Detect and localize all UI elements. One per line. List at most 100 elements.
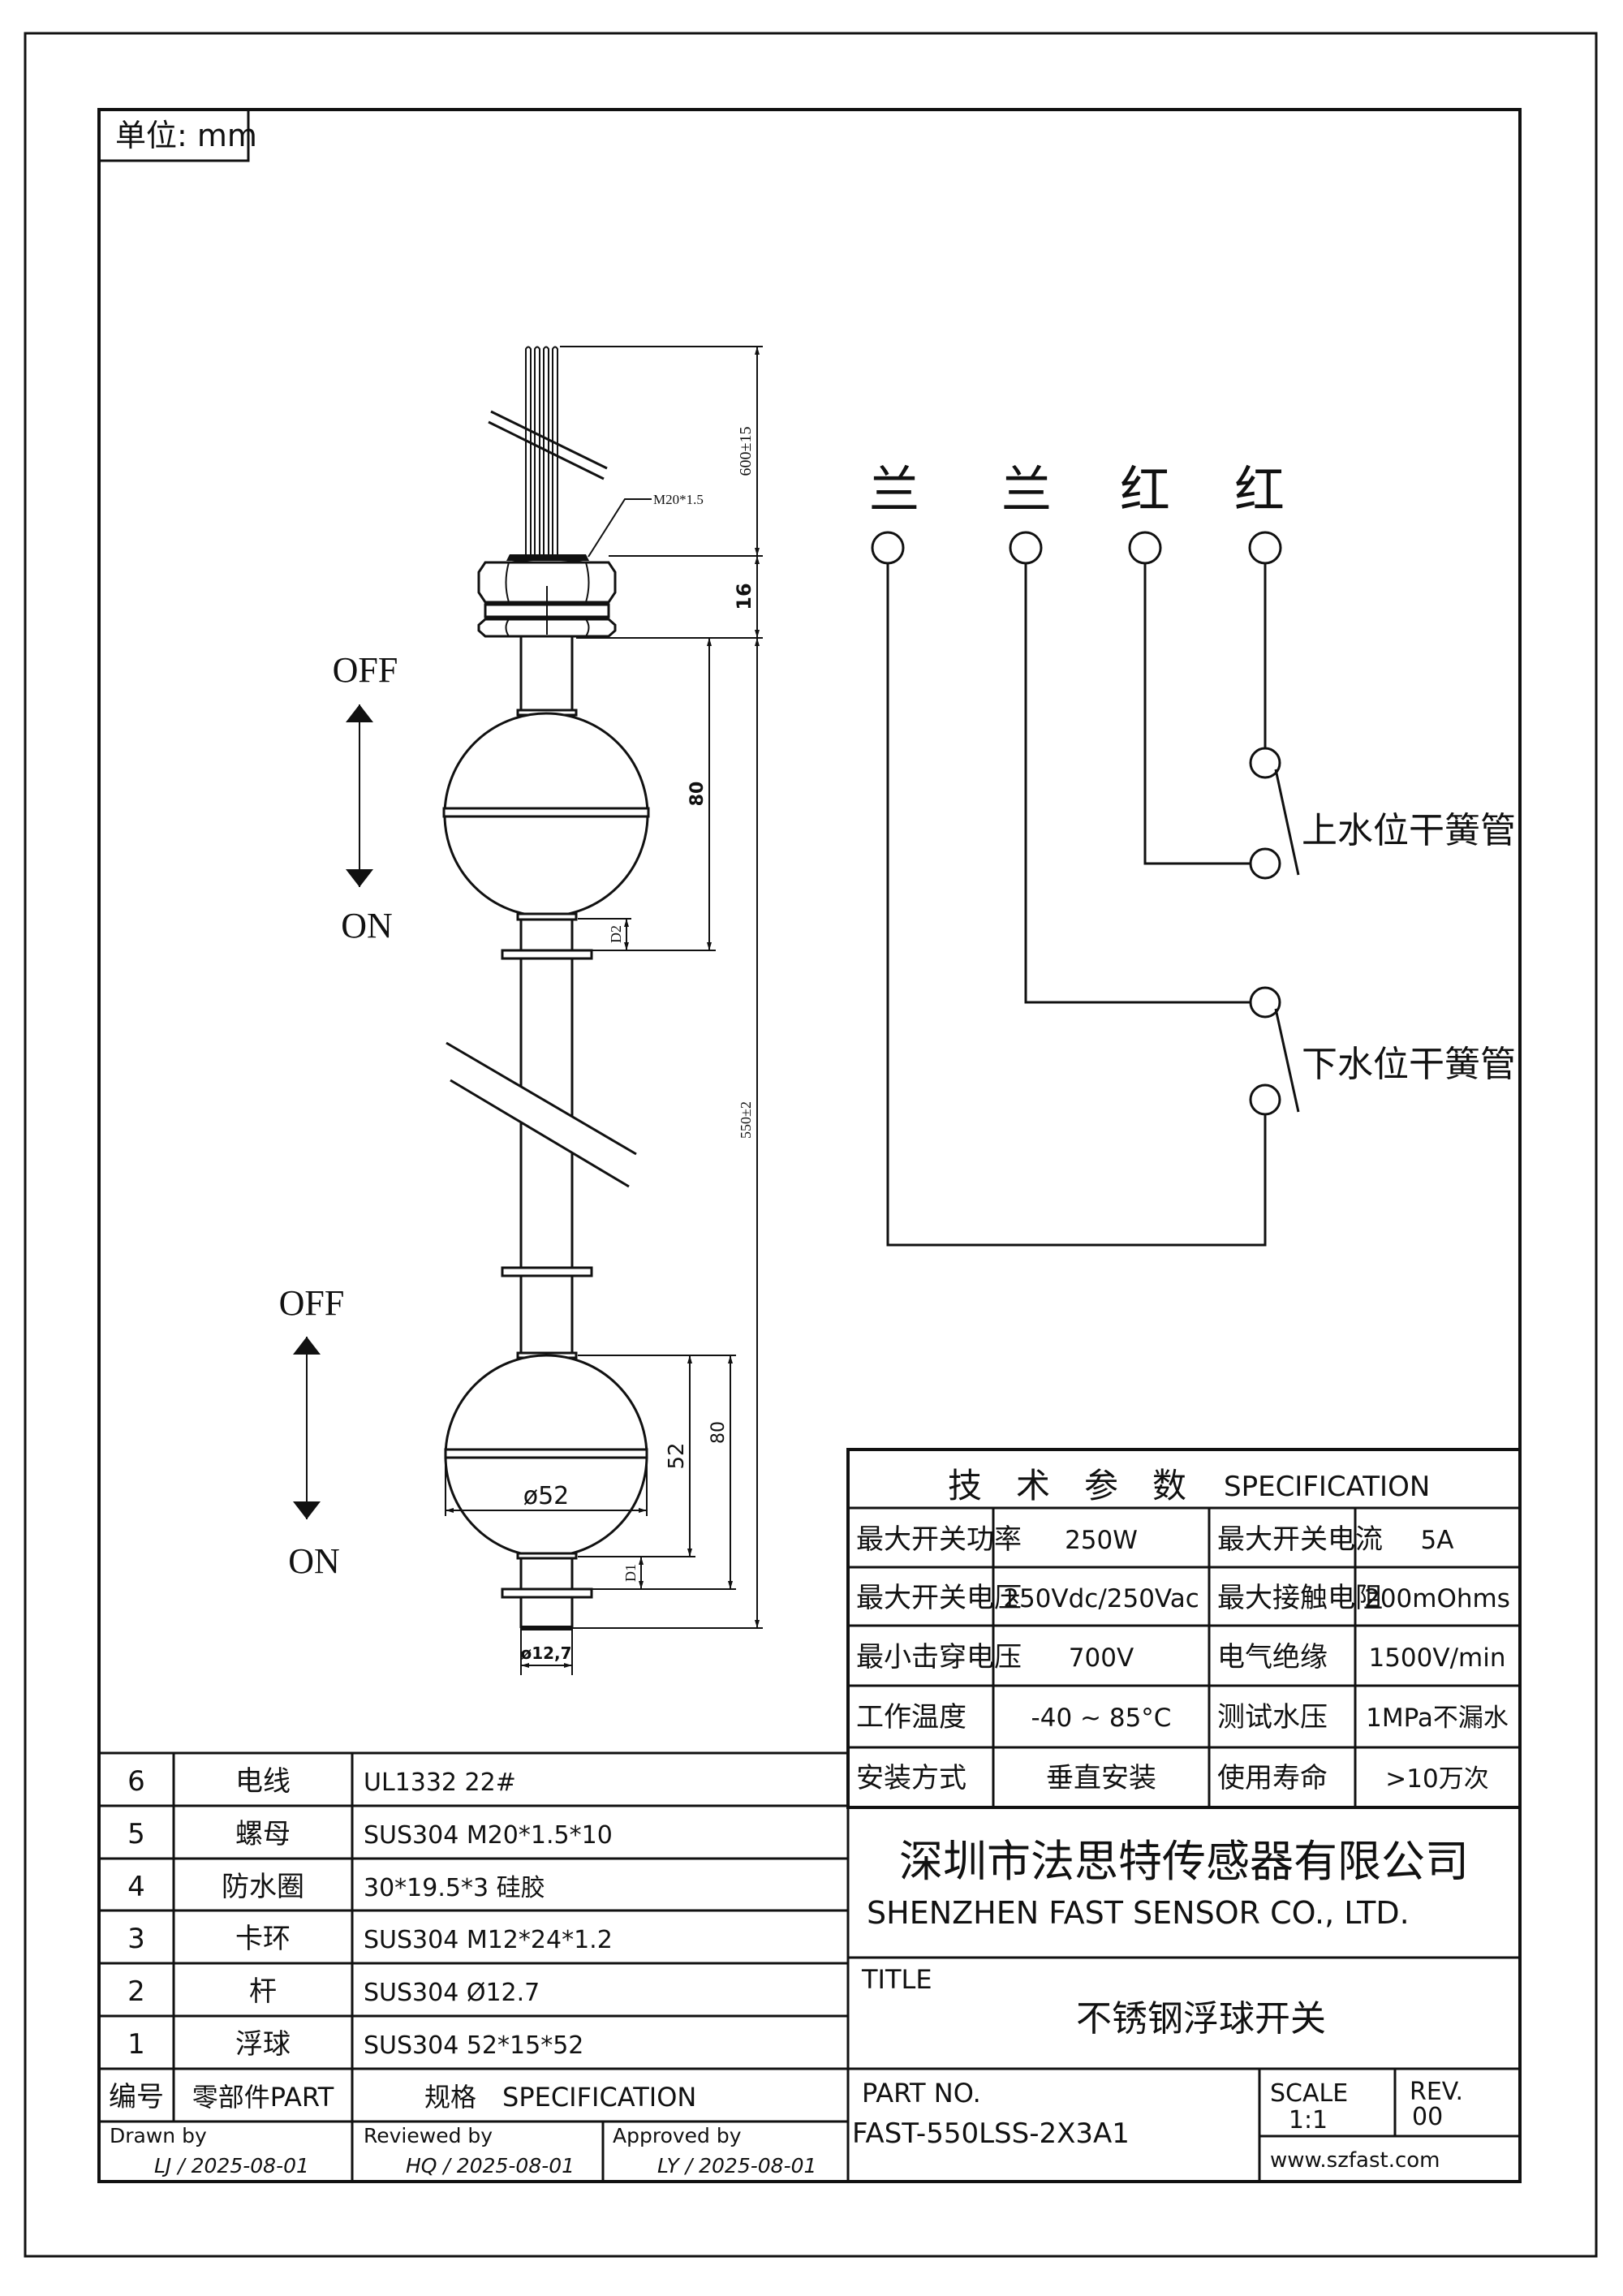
wire-color-3: 红 <box>1120 460 1170 519</box>
lower-on-label: ON <box>288 1541 340 1581</box>
spec-label: 最大开关功率 <box>856 1523 1022 1556</box>
inner-frame <box>97 108 1522 2183</box>
unit-label: 单位: mm <box>115 118 257 153</box>
spec-value: 1500V/min <box>1368 1643 1505 1673</box>
header-number: 编号 <box>109 2081 164 2113</box>
spec-value: 1MPa不漏水 <box>1366 1704 1509 1733</box>
part-spec: 30*19.5*3 硅胶 <box>364 1874 545 1902</box>
upper-off-label: OFF <box>333 650 398 690</box>
nut-height-dim: 16 <box>733 583 756 610</box>
spec-value: 5A <box>1421 1526 1454 1555</box>
part-spec: SUS304 M20*1.5*10 <box>364 1821 613 1850</box>
header-part: 零部件PART <box>192 2082 334 2113</box>
scale-label: SCALE <box>1270 2079 1348 2108</box>
clip-ring <box>501 1587 593 1599</box>
part-number: 1 <box>127 2028 145 2061</box>
reviewed-by-value: HQ / 2025-08-01 <box>406 2154 575 2178</box>
spec-value: 200mOhms <box>1364 1584 1510 1613</box>
wire-length-dim: 600±15 <box>737 427 755 476</box>
part-name: 杆 <box>249 1975 277 2008</box>
part-number: 6 <box>127 1765 145 1798</box>
wiring-diagram: 兰 兰 红 红 上水位干簧管 下水位干簧管 <box>869 460 1516 1247</box>
part-number: 5 <box>127 1818 145 1850</box>
float-height-dim: 52 <box>665 1442 689 1469</box>
upper-reed-label: 上水位干簧管 <box>1302 810 1516 851</box>
header-spec: 规格 SPECIFICATION <box>424 2082 696 2113</box>
spec-row: 最大开关功率 250W 最大开关电流 5A <box>856 1523 1453 1556</box>
part-spec: SUS304 Ø12.7 <box>364 1979 540 2007</box>
upper-float <box>442 709 650 921</box>
part-name: 螺母 <box>235 1818 291 1850</box>
clip-ring <box>501 1266 593 1277</box>
upper-on-label: ON <box>341 906 393 946</box>
title-label: TITLE <box>861 1964 932 1995</box>
spec-label: 测试水压 <box>1217 1701 1328 1734</box>
lower-off-label: OFF <box>279 1283 345 1323</box>
stem-diameter-dim: ø12,7 <box>520 1643 571 1663</box>
clip-ring <box>501 949 593 960</box>
part-number: 4 <box>127 1871 145 1903</box>
spec-table: 技 术 参 数 SPECIFICATION 最大开关功率 250W 最大开关电流… <box>846 1448 1522 1809</box>
lower-reed-label: 下水位干簧管 <box>1302 1044 1516 1085</box>
spec-title-en: SPECIFICATION <box>1224 1471 1430 1503</box>
spec-label: 最小击穿电压 <box>856 1641 1022 1674</box>
title-block: 深圳市法思特传感器有限公司 SHENZHEN FAST SENSOR CO., … <box>848 1836 1520 2182</box>
approved-by-label: Approved by <box>613 2124 742 2147</box>
part-spec: SUS304 52*15*52 <box>364 2031 583 2060</box>
upper-float-spacing-dim: 80 <box>687 782 708 807</box>
spec-value: 250Vdc/250Vac <box>1003 1584 1199 1613</box>
part-name: 防水圈 <box>222 1871 304 1903</box>
parts-table: 6 电线 UL1332 22# 5 螺母 SUS304 M20*1.5*10 4… <box>99 1751 850 2182</box>
approved-by-value: LY / 2025-08-01 <box>657 2154 816 2178</box>
spec-label: 电气绝缘 <box>1217 1641 1328 1674</box>
total-length-dim: 550±2 <box>738 1101 754 1139</box>
outer-border <box>24 32 1598 2258</box>
drawing-title: 不锈钢浮球开关 <box>1076 1998 1326 2040</box>
spec-label: 最大开关电流 <box>1217 1523 1383 1556</box>
spec-title-cn: 技 术 参 数 <box>948 1466 1186 1506</box>
drawn-by-value: LJ / 2025-08-01 <box>154 2154 309 2178</box>
spec-value: 700V <box>1069 1643 1134 1673</box>
spec-row: 安装方式 垂直安装 使用寿命 >10万次 <box>856 1762 1489 1794</box>
terminals <box>871 531 1282 1116</box>
part-name: 卡环 <box>235 1923 291 1955</box>
break-line <box>488 420 605 480</box>
rev-label: REV. <box>1410 2078 1463 2106</box>
part-number: 3 <box>127 1923 145 1955</box>
dimensions: 600±15 16 550±2 80 D2 52 80 D1 ø52 ø12,7… <box>445 346 763 1675</box>
part-name: 电线 <box>235 1765 291 1798</box>
float-diameter-dim: ø52 <box>523 1482 570 1510</box>
rev-value: 00 <box>1412 2103 1443 2131</box>
spec-value: -40 ~ 85°C <box>1031 1704 1172 1733</box>
spec-label: 最大开关电压 <box>856 1582 1022 1614</box>
spec-value: >10万次 <box>1385 1764 1488 1794</box>
drawn-by-label: Drawn by <box>110 2124 207 2147</box>
unit-box: 单位: mm <box>99 110 257 162</box>
break-line <box>490 410 608 470</box>
part-spec: UL1332 22# <box>364 1768 516 1797</box>
signature-row: Drawn by LJ / 2025-08-01 Reviewed by HQ … <box>110 2124 816 2178</box>
spec-value: 垂直安装 <box>1046 1762 1156 1794</box>
lower-float-spacing-dim: 80 <box>708 1421 729 1444</box>
company-name-cn: 深圳市法思特传感器有限公司 <box>899 1836 1469 1887</box>
spec-value: 250W <box>1065 1526 1138 1555</box>
d1-dim: D1 <box>622 1564 639 1582</box>
scale-value: 1:1 <box>1289 2106 1328 2134</box>
wire-color-1: 兰 <box>869 460 919 519</box>
d2-dim: D2 <box>608 925 624 943</box>
break-line <box>450 1079 630 1188</box>
break-line <box>446 1041 637 1156</box>
part-no-label: PART NO. <box>862 2078 981 2109</box>
reviewed-by-label: Reviewed by <box>364 2124 493 2147</box>
spec-row: 最小击穿电压 700V 电气绝缘 1500V/min <box>856 1641 1506 1674</box>
upper-reed-contact <box>1274 769 1300 876</box>
spec-label: 最大接触电阻 <box>1217 1582 1383 1614</box>
lead-wires <box>488 346 608 556</box>
lower-float <box>444 1351 648 1560</box>
spec-label: 工作温度 <box>856 1701 966 1734</box>
spec-row: 工作温度 -40 ~ 85°C 测试水压 1MPa不漏水 <box>856 1701 1509 1734</box>
website: www.szfast.com <box>1270 2148 1440 2173</box>
thread-callout: M20*1.5 <box>653 492 704 507</box>
wire-color-2: 兰 <box>1001 460 1052 519</box>
